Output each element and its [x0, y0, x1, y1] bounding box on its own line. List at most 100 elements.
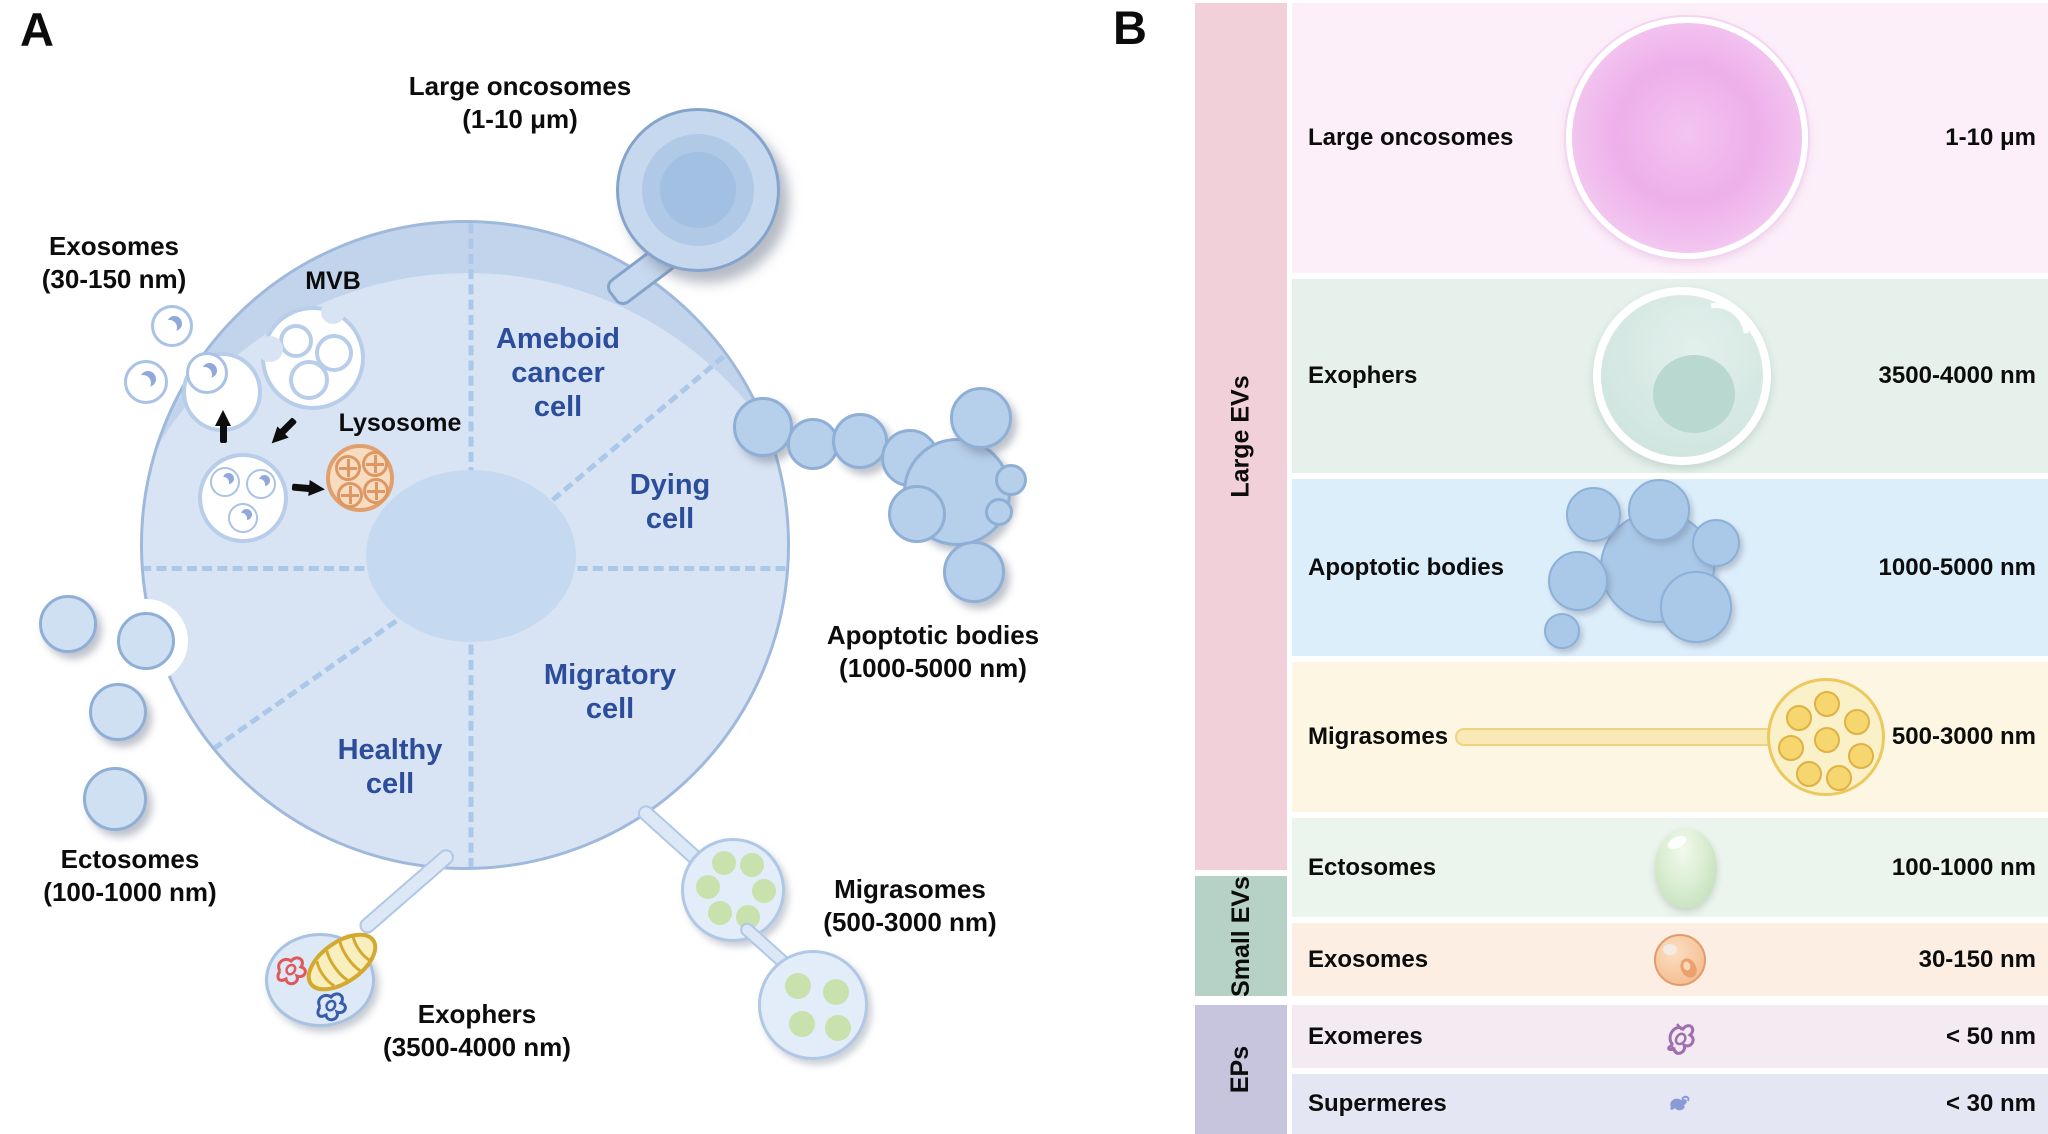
apoptotic-body-circle [1660, 570, 1732, 643]
migrasome-dot [1826, 765, 1852, 791]
migrasome-dot [789, 1011, 815, 1037]
apoptotic-body-circle [985, 498, 1013, 526]
ectosome-circle [89, 683, 147, 741]
exomere-icon [1662, 1016, 1698, 1058]
sector-line: cell [645, 503, 695, 536]
migrasome-dot [823, 979, 849, 1005]
ectosome-circle [83, 767, 147, 831]
ev-row-size: 30-150 nm [1918, 945, 2036, 973]
ectosome-highlight [1665, 832, 1689, 852]
ev-row-exophers: Exophers 3500-4000 nm [1292, 279, 2048, 473]
apoptotic-body-circle [733, 397, 793, 457]
mvb-icon [257, 300, 365, 410]
ev-row-name: Apoptotic bodies [1308, 553, 1504, 581]
exosome-highlight [1663, 943, 1677, 955]
migrasome-dot [740, 853, 764, 877]
lysosome-vesicle [335, 455, 361, 481]
ev-row-supermeres: Supermeres < 30 nm [1292, 1074, 2048, 1134]
apoptotic-body-circle [832, 413, 888, 469]
annotation-size: (500-3000 nm) [823, 906, 997, 937]
annotation-name: Exophers [417, 999, 537, 1029]
ectosome-budding [117, 612, 175, 670]
apoptotic-bodies-icon [1540, 478, 1780, 657]
annotation-name: MVB [305, 267, 361, 295]
ev-row-exomeres: Exomeres < 50 nm [1292, 1005, 2048, 1068]
mvb-inner-vesicle [289, 360, 329, 400]
apoptotic-body-circle [1692, 518, 1740, 567]
apoptotic-body-circle [995, 464, 1027, 496]
group-small-evs: Small EVs [1195, 876, 1287, 996]
exosome-cargo [1678, 955, 1699, 980]
mvb-notch [257, 336, 283, 362]
migrasome-dot [825, 1015, 851, 1041]
group-label: EPs [1226, 1045, 1255, 1094]
group-label: Small EVs [1226, 875, 1255, 997]
exosome-crescent [218, 477, 229, 488]
ev-row-name: Large oncosomes [1308, 124, 1514, 151]
large-oncosome-icon [616, 108, 780, 272]
annotation-size: (3500-4000 nm) [383, 1031, 571, 1062]
exosome-icon [1654, 933, 1706, 986]
amphisome [198, 453, 288, 543]
migrasome-dot [1814, 691, 1840, 717]
panel-b-label: B [1113, 1, 1147, 54]
apoptotic-body-circle [943, 541, 1005, 603]
group-large-evs: Large EVs [1195, 3, 1287, 870]
annotation-exophers: Exophers (3500-4000 nm) [327, 998, 627, 1063]
ev-row-name: Exomeres [1308, 1022, 1423, 1050]
cell-nucleus [366, 470, 576, 642]
ev-row-size: 100-1000 nm [1891, 853, 2036, 881]
sector-line: cell [365, 768, 415, 801]
apoptotic-body-circle [1566, 486, 1621, 542]
exosome-bubble [124, 360, 168, 404]
migrasome-dot [1844, 709, 1870, 735]
annotation-size: (30-150 nm) [41, 263, 187, 294]
sector-line: cancer [511, 357, 605, 390]
arrow-right-icon [291, 479, 326, 498]
large-oncosome-icon [1566, 17, 1808, 259]
migrasome-icon [758, 950, 868, 1060]
sector-healthy-cell: Healthy cell [295, 733, 485, 801]
apoptotic-body-circle [950, 387, 1012, 449]
protein-aggregate-red-icon [276, 956, 307, 986]
group-eps: EPs [1195, 1005, 1287, 1134]
annotation-ectosomes: Ectosomes (100-1000 nm) [10, 843, 250, 908]
migrasome-icon [1455, 675, 1885, 799]
ectosome-circle [39, 595, 97, 653]
sector-line: cell [533, 391, 583, 424]
apoptotic-body-circle [1544, 612, 1580, 649]
ev-row-migrasomes: Migrasomes 500-3000 nm [1292, 662, 2048, 812]
migrasome-dot [1848, 743, 1874, 769]
ev-row-name: Ectosomes [1308, 853, 1437, 881]
lysosome-vesicle [363, 478, 389, 504]
mvb-inner-vesicle [279, 324, 313, 358]
lysosome-icon [326, 444, 394, 512]
sector-migratory-cell: Migratory cell [495, 658, 725, 726]
ev-row-size: 500-3000 nm [1891, 723, 2036, 750]
annotation-name: Migrasomes [834, 874, 986, 904]
exopher-nucleus [1653, 355, 1735, 433]
annotation-large-oncosomes: Large oncosomes (1-10 μm) [370, 70, 670, 135]
migrasome-dot [1814, 727, 1840, 753]
annotation-apoptotic-bodies: Apoptotic bodies (1000-5000 nm) [778, 619, 1088, 684]
migrasome-dot [1786, 705, 1812, 731]
annotation-size: (100-1000 nm) [43, 876, 217, 907]
sector-line: Healthy [337, 734, 443, 766]
exosome-bubble [210, 467, 240, 497]
sector-line: Ameboid [495, 323, 621, 355]
sector-line: Migratory [543, 659, 677, 691]
annotation-name: Ectosomes [60, 844, 200, 874]
ev-row-exosomes: Exosomes 30-150 nm [1292, 923, 2048, 996]
exosome-crescent [135, 375, 151, 391]
annotation-name: Lysosome [338, 409, 462, 437]
ev-row-name: Supermeres [1308, 1090, 1447, 1117]
oncosome-core [660, 152, 736, 228]
sector-dying-cell: Dying cell [585, 468, 755, 536]
lysosome-vesicle [337, 482, 363, 508]
exosome-bubble [246, 469, 276, 499]
ectosome-icon [1655, 827, 1717, 908]
ev-row-name: Migrasomes [1308, 723, 1449, 750]
sector-ameboid-cancer-cell: Ameboid cancer cell [448, 322, 668, 425]
apoptotic-body-circle [1628, 478, 1690, 541]
